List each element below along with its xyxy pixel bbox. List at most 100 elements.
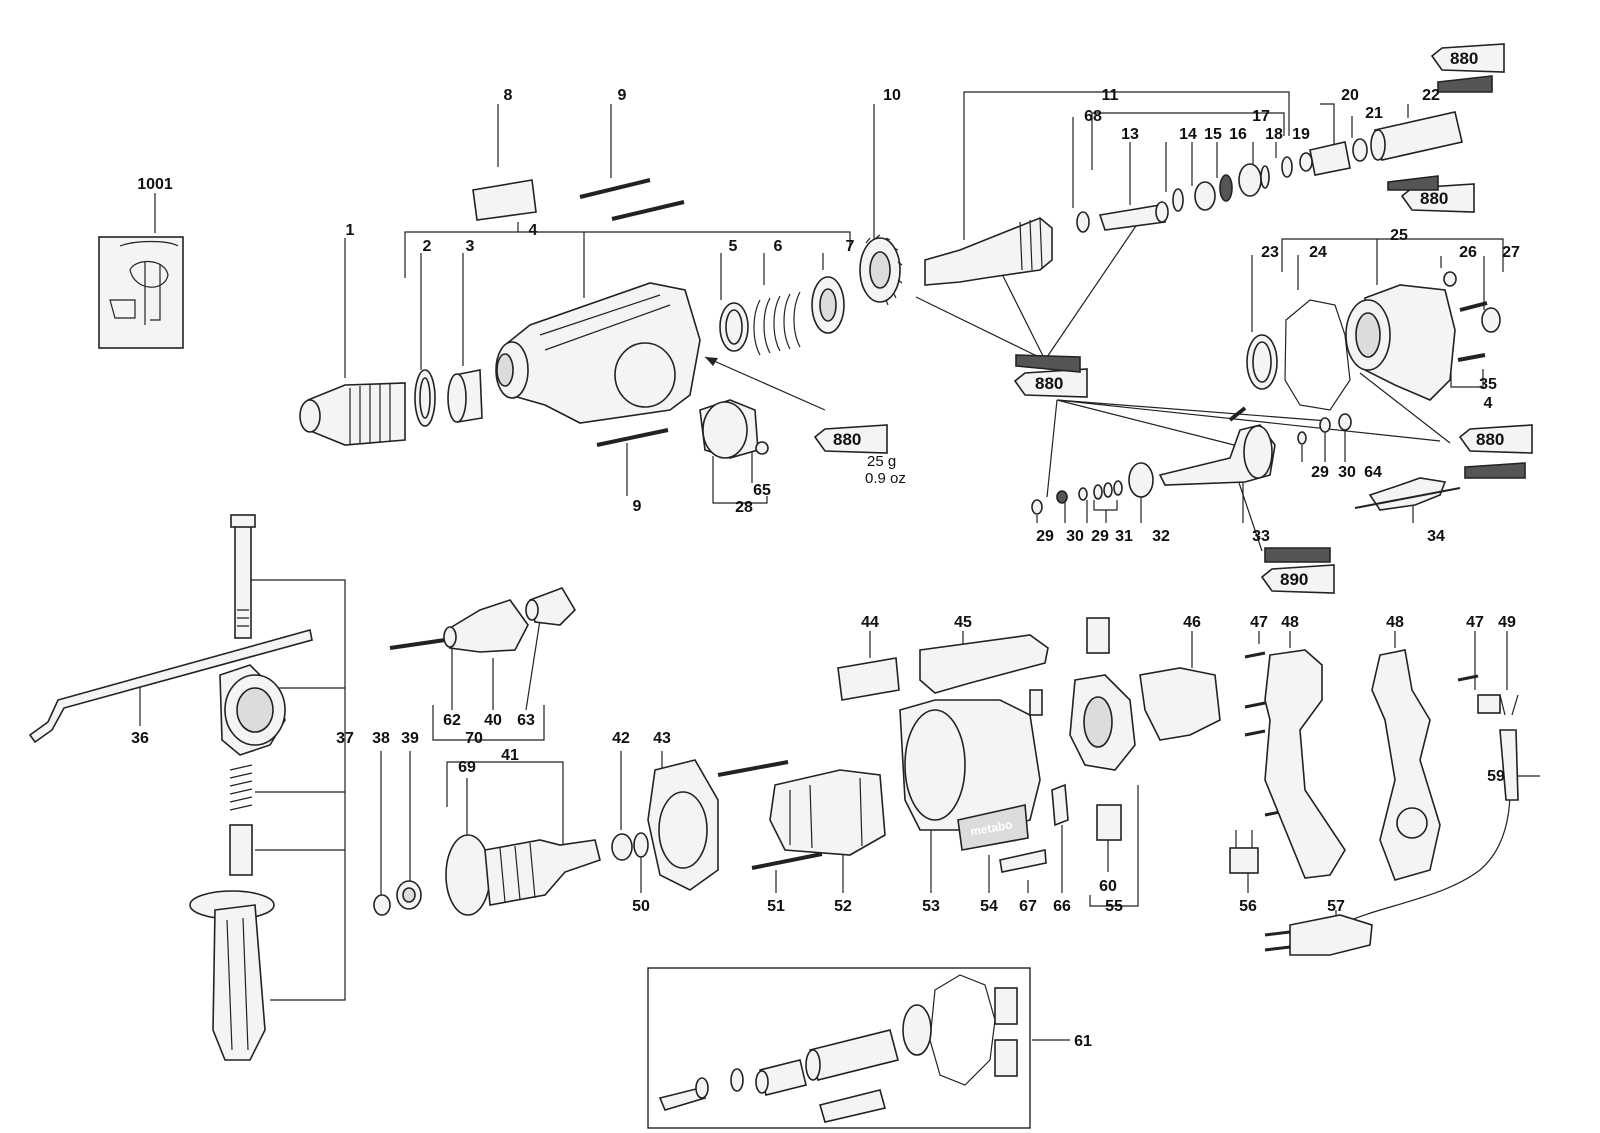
label-7: 7	[846, 238, 855, 255]
label-36: 36	[131, 730, 149, 747]
label-31: 31	[1115, 528, 1133, 545]
label-67: 67	[1019, 898, 1037, 915]
label-3: 3	[466, 238, 475, 255]
motor-flange-part-25	[1364, 284, 1456, 401]
label-64: 64	[1364, 464, 1382, 481]
plug-part-57	[1289, 914, 1373, 956]
tube-890: 890	[1260, 564, 1335, 594]
label-46: 46	[1183, 614, 1201, 631]
label-68: 68	[1084, 108, 1102, 125]
label-63: 63	[517, 712, 535, 729]
label-1001: 1001	[137, 176, 173, 193]
label-32: 32	[1152, 528, 1170, 545]
label-47-b: 47	[1466, 614, 1484, 631]
label-50: 50	[632, 898, 650, 915]
label-29-c: 29	[1311, 464, 1329, 481]
label-69: 69	[458, 759, 476, 776]
label-52: 52	[834, 898, 852, 915]
label-62: 62	[443, 712, 461, 729]
label-10: 10	[883, 87, 901, 104]
svg-text:880: 880	[1450, 49, 1478, 68]
label-51: 51	[767, 898, 785, 915]
tube-880-center: 880	[1013, 368, 1088, 398]
label-49: 49	[1498, 614, 1516, 631]
label-47-a: 47	[1250, 614, 1268, 631]
label-2: 2	[423, 238, 432, 255]
label-48-b: 48	[1386, 614, 1404, 631]
stator-part-52	[769, 769, 886, 856]
label-22: 22	[1422, 87, 1440, 104]
svg-text:880: 880	[833, 430, 861, 449]
label-15: 15	[1204, 126, 1222, 143]
inset-1001-frame	[98, 236, 184, 349]
part-drawings: metabo	[28, 111, 1519, 1129]
tube-880-housing: 880	[813, 424, 888, 454]
label-61: 61	[1074, 1033, 1092, 1050]
label-35: 35	[1479, 376, 1497, 393]
label-44: 44	[861, 614, 879, 631]
label-70: 70	[465, 730, 483, 747]
label-43: 43	[653, 730, 671, 747]
label-17: 17	[1252, 108, 1270, 125]
label-19: 19	[1292, 126, 1310, 143]
spindle-part-11	[924, 217, 1053, 286]
depth-rod-part-36	[28, 628, 313, 744]
label-20: 20	[1341, 87, 1359, 104]
label-13: 13	[1121, 126, 1139, 143]
label-59: 59	[1487, 768, 1505, 785]
label-23: 23	[1261, 244, 1279, 261]
label-42: 42	[612, 730, 630, 747]
label-16: 16	[1229, 126, 1247, 143]
handle-half-part-48-left	[1264, 649, 1346, 879]
svg-text:880: 880	[1476, 430, 1504, 449]
switch-part-46	[1139, 667, 1221, 741]
tube-880-right: 880	[1400, 183, 1475, 213]
leader-lines	[139, 91, 1540, 1041]
label-14: 14	[1179, 126, 1197, 143]
label-39: 39	[401, 730, 419, 747]
label-26: 26	[1459, 244, 1477, 261]
service-kit-frame-61	[647, 967, 1031, 1129]
label-38: 38	[372, 730, 390, 747]
label-28: 28	[735, 499, 753, 516]
label-45: 45	[954, 614, 972, 631]
label-37: 37	[336, 730, 354, 747]
label-4: 4	[529, 222, 538, 239]
label-18: 18	[1265, 126, 1283, 143]
part-number-labels: 1001 1 2 3 4 5 6 7 8 9 9 10 11 68 13 14 …	[131, 87, 1520, 1050]
label-29-a: 29	[1036, 528, 1054, 545]
svg-text:890: 890	[1280, 570, 1308, 589]
cover-part-45	[919, 634, 1049, 694]
label-29-b: 29	[1091, 528, 1109, 545]
chuck-part-1	[299, 382, 406, 446]
label-30-c: 30	[1338, 464, 1356, 481]
label-54: 54	[980, 898, 998, 915]
label-25: 25	[1390, 227, 1408, 244]
label-27: 27	[1502, 244, 1520, 261]
label-60: 60	[1099, 878, 1117, 895]
label-41: 41	[501, 747, 519, 764]
label-40: 40	[484, 712, 502, 729]
label-4-small: 4	[1484, 395, 1493, 412]
label-48-a: 48	[1281, 614, 1299, 631]
label-53: 53	[922, 898, 940, 915]
label-65: 65	[753, 482, 771, 499]
label-34: 34	[1427, 528, 1445, 545]
tube-880-top-right: 880	[1430, 43, 1505, 73]
svg-text:880: 880	[1035, 374, 1063, 393]
lubricant-tubes: 880 880 880 880 880 890 25 g 0.9 oz	[813, 43, 1533, 594]
label-21: 21	[1365, 105, 1383, 122]
label-55: 55	[1105, 898, 1123, 915]
lubricant-amount-grams: 25 g	[867, 453, 896, 470]
gear-housing-part-4	[504, 282, 701, 424]
armature-part-41	[484, 839, 601, 906]
svg-text:880: 880	[1420, 189, 1448, 208]
label-30-a: 30	[1066, 528, 1084, 545]
label-33: 33	[1252, 528, 1270, 545]
label-1: 1	[346, 222, 355, 239]
label-8: 8	[504, 87, 513, 104]
handle-half-part-48-right	[1371, 649, 1441, 881]
label-6: 6	[774, 238, 783, 255]
label-5: 5	[729, 238, 738, 255]
